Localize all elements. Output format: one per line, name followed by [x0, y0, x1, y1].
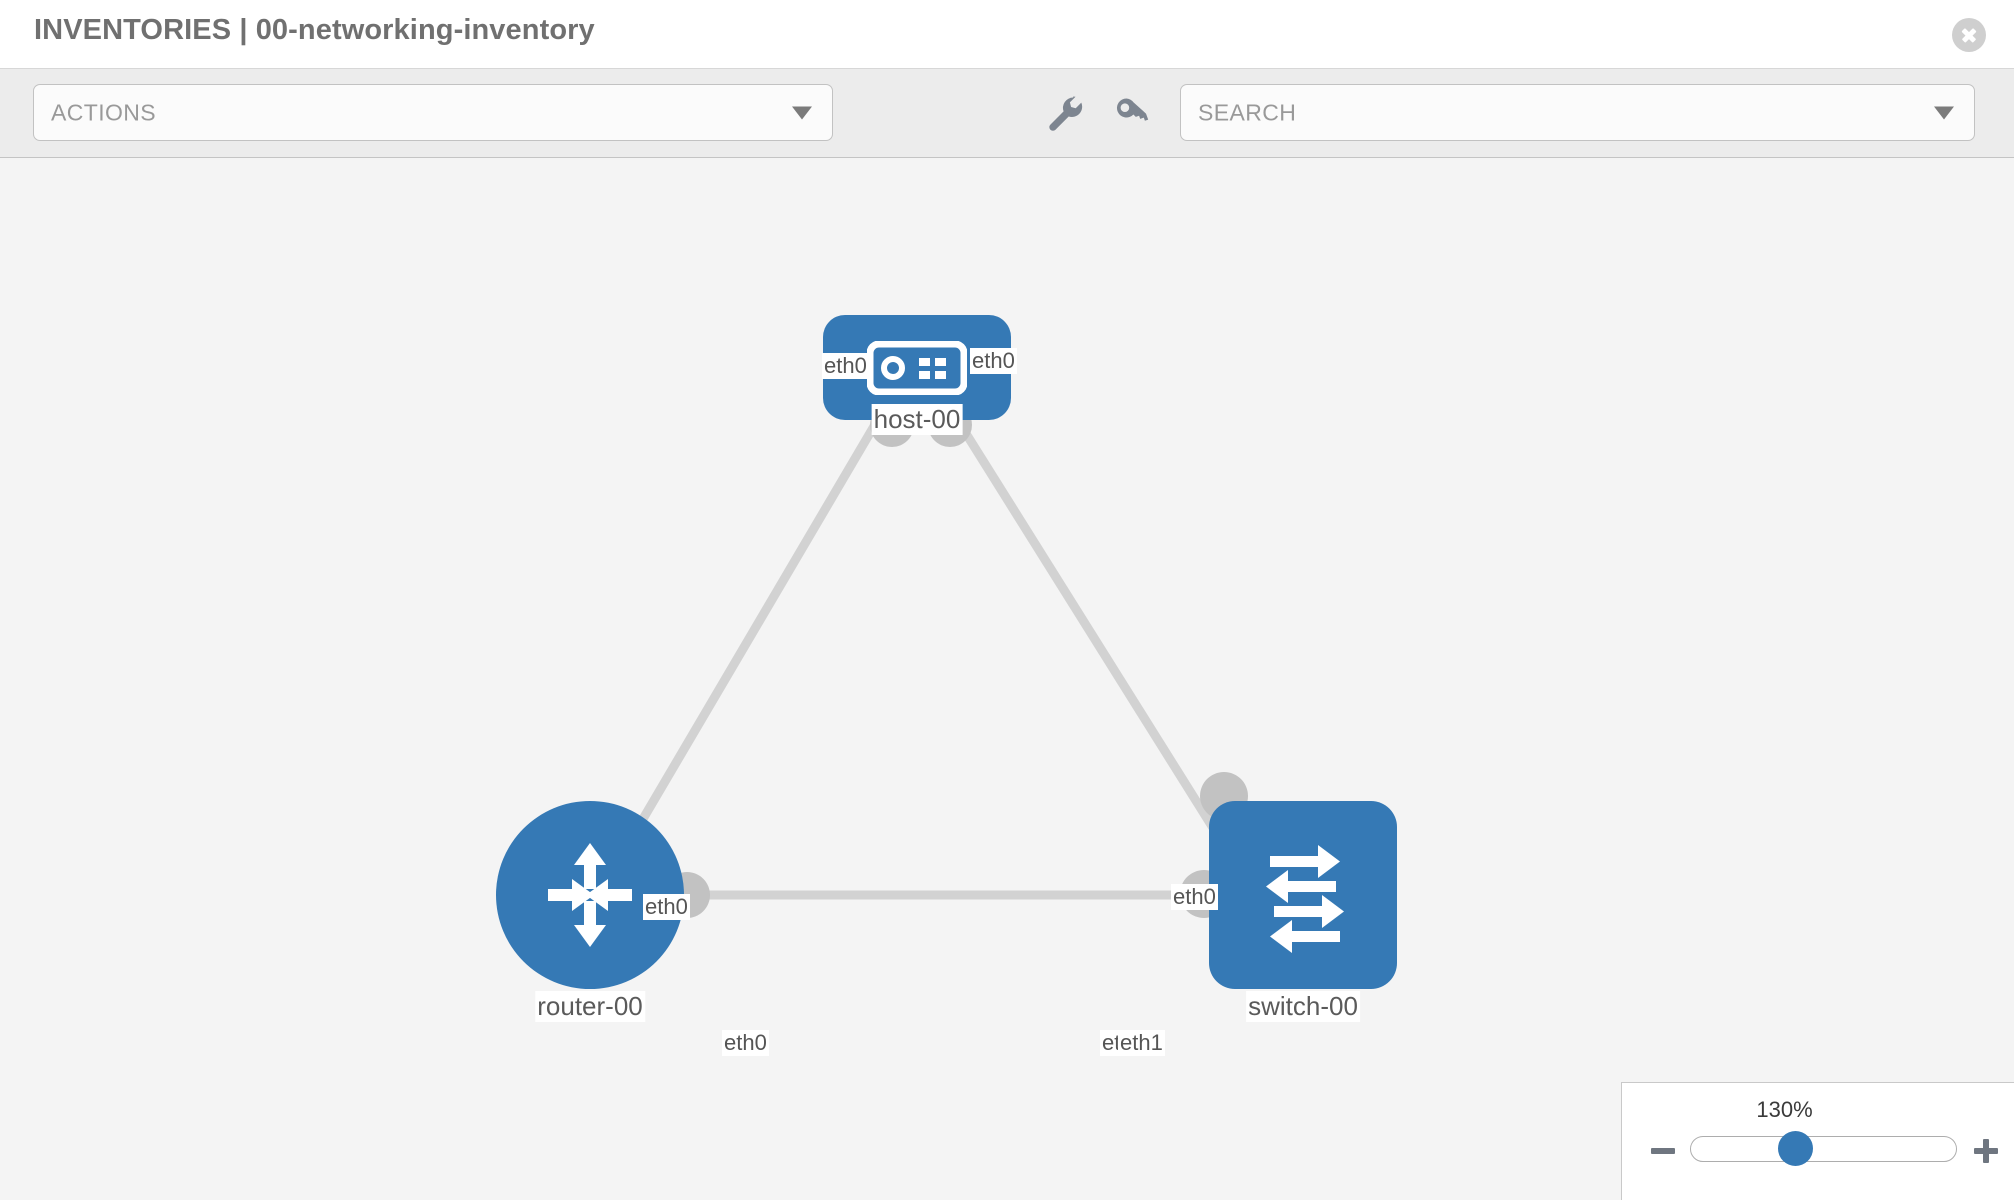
iface-label-switch-left: eth1	[1118, 1030, 1165, 1056]
link-host-switch	[951, 413, 1239, 866]
link-host-router	[616, 413, 884, 861]
iface-label-switch-up: eth0	[1171, 884, 1218, 910]
node-router-00-label: router-00	[535, 991, 645, 1022]
iface-label-host-right: eth0	[970, 348, 1017, 374]
zoom-control-panel: 130%	[1621, 1082, 2014, 1200]
close-icon[interactable]	[1952, 18, 1986, 52]
zoom-slider-thumb[interactable]	[1778, 1131, 1813, 1166]
zoom-out-button[interactable]	[1649, 1137, 1677, 1165]
actions-dropdown-label: ACTIONS	[51, 99, 157, 125]
key-icon[interactable]	[1112, 93, 1152, 133]
iface-label-host-left: eth0	[822, 353, 869, 379]
wrench-icon[interactable]	[1044, 93, 1084, 133]
node-switch-00-shape	[1209, 801, 1397, 989]
zoom-slider-track[interactable]	[1690, 1136, 1957, 1162]
chevron-down-icon	[792, 106, 812, 119]
topology-links-layer	[616, 413, 1260, 900]
node-host-00-label: host-00	[871, 404, 963, 435]
iface-label-router-right: eth0	[722, 1030, 769, 1056]
node-switch-00-label: switch-00	[1246, 991, 1360, 1022]
search-placeholder: SEARCH	[1198, 99, 1297, 125]
search-input[interactable]: SEARCH	[1180, 84, 1975, 141]
toolbar: ACTIONS SEARCH	[0, 69, 2014, 158]
actions-dropdown[interactable]: ACTIONS	[33, 84, 833, 141]
page-header: INVENTORIES | 00-networking-inventory	[0, 0, 2014, 69]
chevron-down-icon	[1934, 106, 1954, 119]
page-title: INVENTORIES | 00-networking-inventory	[34, 14, 595, 46]
zoom-in-button[interactable]	[1972, 1137, 2000, 1165]
topology-canvas[interactable]: host-00	[0, 158, 2014, 1200]
zoom-level-value: 130%	[1756, 1097, 1813, 1122]
iface-label-router-up: eth0	[643, 894, 690, 920]
node-switch-00[interactable]: switch-00	[1209, 801, 1397, 1022]
